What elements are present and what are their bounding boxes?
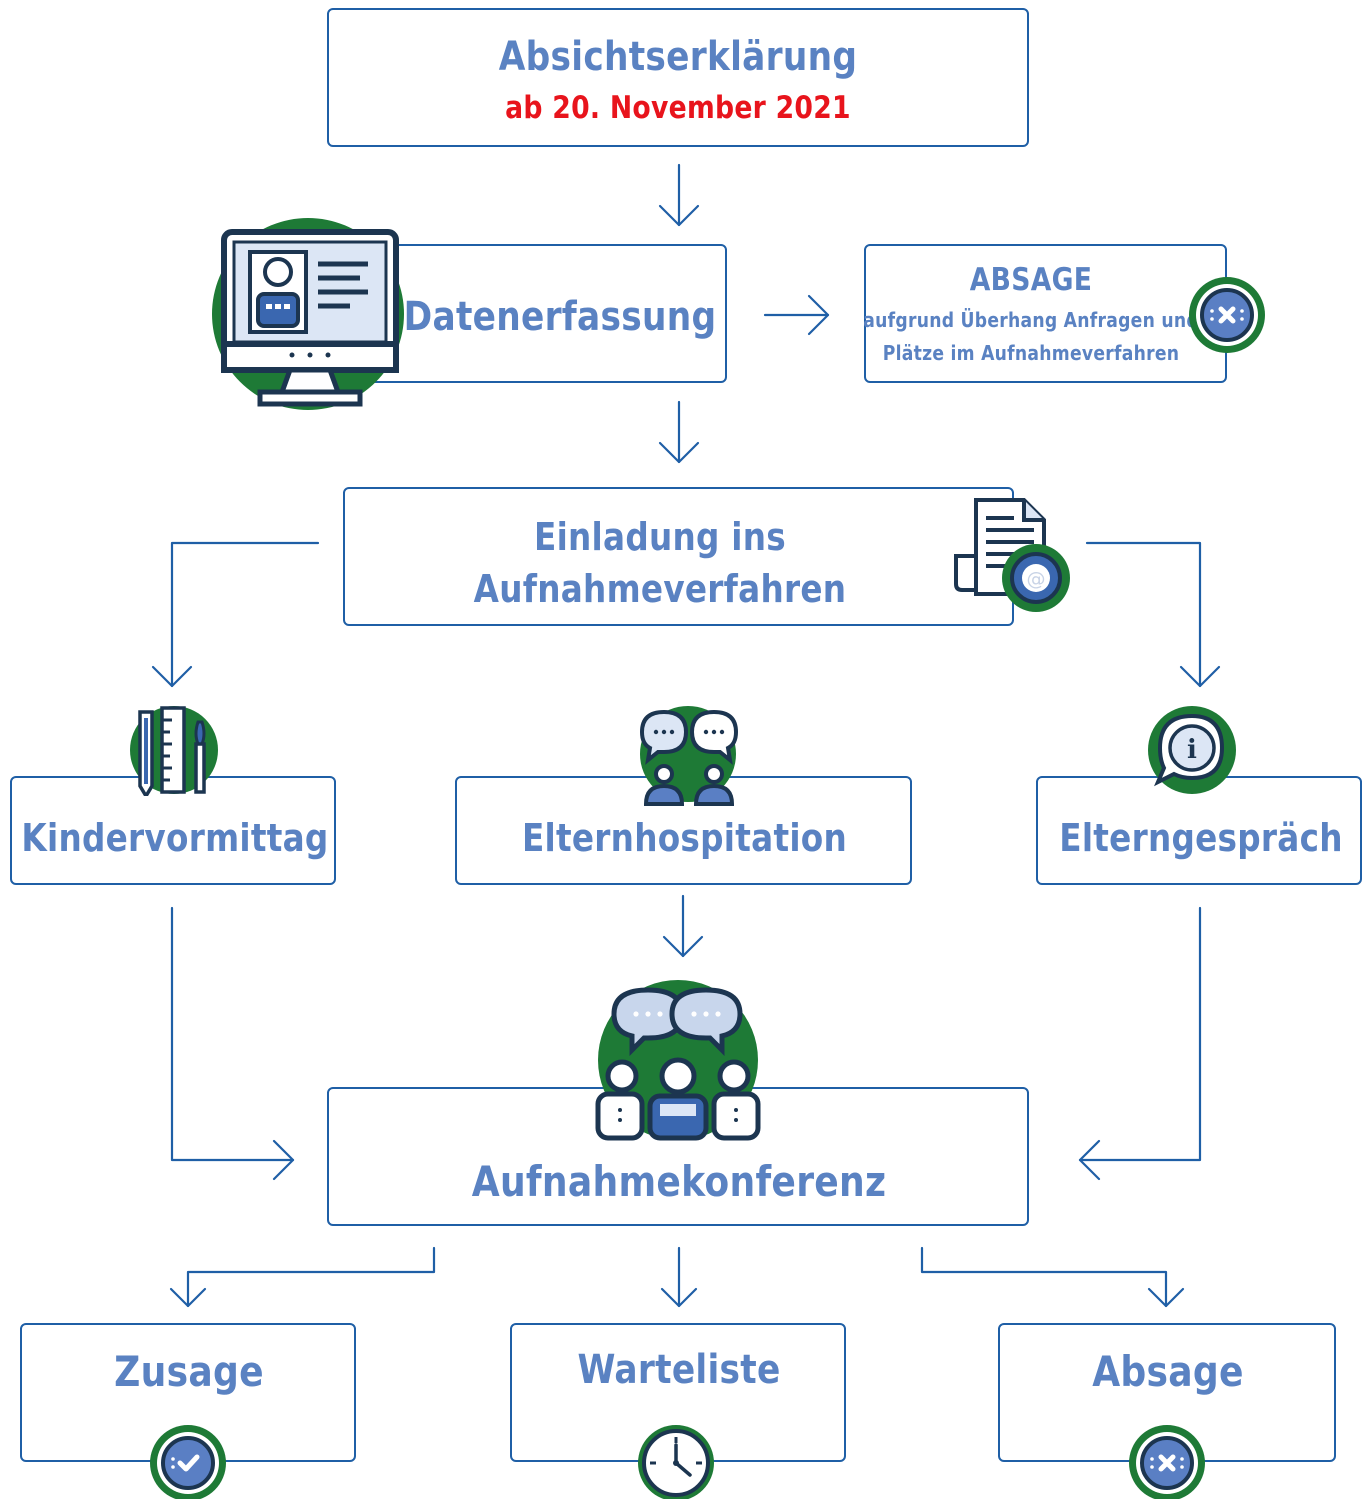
step-line1: aufgrund Überhang Anfragen und	[863, 308, 1199, 332]
chat-people-icon	[639, 706, 739, 806]
clock-icon	[638, 1425, 714, 1499]
conference-icon	[595, 980, 761, 1141]
step-title: Elterngespräch	[1059, 816, 1343, 860]
step-absichtserklaerung: Absichtserklärung ab 20. November 2021	[327, 8, 1029, 147]
school-supplies-icon	[130, 706, 218, 796]
step-title: Absage	[1092, 1347, 1244, 1396]
close-badge-icon	[1129, 1425, 1205, 1499]
info-bubble-icon: i	[1148, 706, 1236, 794]
step-title: Datenerfassung	[403, 294, 717, 340]
document-at-icon: @	[954, 498, 1070, 612]
step-absage-ueberhang: ABSAGE aufgrund Überhang Anfragen und Pl…	[863, 244, 1227, 383]
step-title: Warteliste	[577, 1347, 781, 1393]
step-date: ab 20. November 2021	[505, 90, 851, 126]
step-title: Kindervormittag	[21, 816, 329, 860]
step-elterngespraech: Elterngespräch	[1036, 776, 1362, 885]
step-einladung: Einladung ins Aufnahmeverfahren	[343, 487, 1014, 626]
step-title: Zusage	[114, 1347, 264, 1396]
computer-profile-icon	[212, 218, 404, 410]
step-kindervormittag: Kindervormittag	[10, 776, 336, 885]
step-line1: Einladung ins	[533, 515, 787, 559]
step-line2: Plätze im Aufnahmeverfahren	[882, 341, 1180, 365]
svg-text:i: i	[1187, 735, 1197, 765]
step-title: Aufnahmekonferenz	[471, 1157, 887, 1206]
step-title: ABSAGE	[969, 262, 1093, 298]
step-title: Elternhospitation	[521, 816, 848, 860]
step-warteliste: Warteliste	[510, 1323, 846, 1462]
step-title: Absichtserklärung	[498, 34, 858, 80]
check-badge-icon	[150, 1425, 226, 1499]
step-line2: Aufnahmeverfahren	[473, 567, 847, 611]
svg-text:@: @	[1027, 568, 1046, 590]
close-badge-icon	[1189, 277, 1265, 353]
